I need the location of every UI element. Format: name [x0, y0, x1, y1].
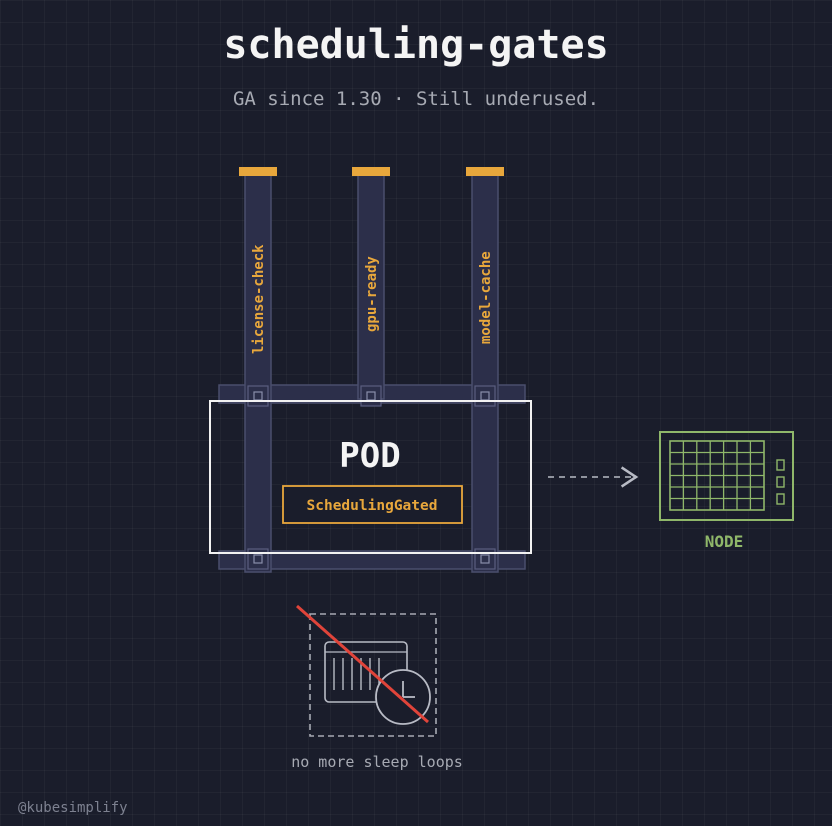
bolt-icon: [474, 385, 496, 407]
strike-line: [296, 604, 429, 724]
gate-label: model-cache: [478, 251, 494, 344]
gate-cap: [466, 167, 504, 176]
pod-box: POD SchedulingGated: [209, 400, 532, 554]
bolt-icon: [247, 385, 269, 407]
page-title: scheduling-gates: [223, 22, 609, 68]
no-sleep-loops-icon: [296, 604, 437, 737]
node-label: NODE: [705, 532, 744, 551]
pod-label: POD: [339, 436, 400, 476]
gate-license-check: license-check: [239, 167, 277, 573]
page-subtitle: GA since 1.30 · Still underused.: [232, 88, 600, 110]
pod-frame: [218, 384, 526, 570]
gate-model-cache: model-cache: [466, 167, 504, 573]
author-handle: @kubesimplify: [18, 800, 128, 816]
sleep-loops-caption: no more sleep loops: [291, 753, 463, 771]
gate-label: license-check: [251, 244, 267, 354]
gate-label: gpu-ready: [364, 256, 380, 332]
node-icon: [659, 431, 794, 521]
status-badge-label: SchedulingGated: [307, 498, 438, 514]
gate-cap: [352, 167, 390, 176]
status-badge: [282, 485, 463, 524]
gate-gpu-ready: gpu-ready: [352, 167, 390, 407]
gate-cap: [239, 167, 277, 176]
bolt-icon: [360, 385, 382, 407]
